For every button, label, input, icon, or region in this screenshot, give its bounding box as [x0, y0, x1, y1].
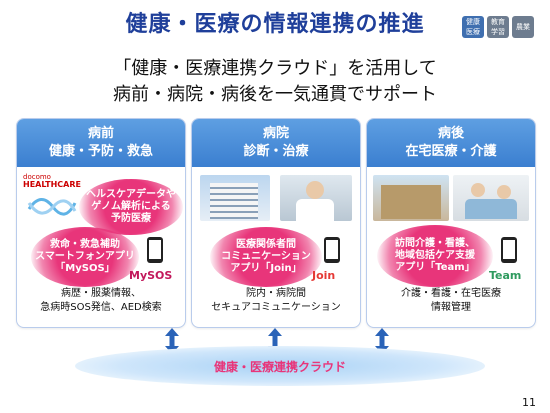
card-header-line-2: 健康・予防・救急	[48, 144, 153, 159]
docomo-healthcare-logo: docomo HEALTHCARE	[23, 173, 81, 189]
card-footer: 介護・看護・在宅医療 情報管理	[367, 287, 535, 315]
footer-line: 情報管理	[431, 302, 471, 313]
card-footer: 病歴・服薬情報、 急病時SOS発信、AED検索	[17, 287, 185, 315]
footer-line: 院内・病院間	[246, 288, 306, 299]
card-header-line-2: 診断・治療	[243, 144, 309, 159]
card-header-line-1: 病後	[437, 126, 464, 141]
badge-text: 学習	[491, 28, 505, 36]
cloud-label: 健康・医療連携クラウド	[213, 360, 346, 374]
bubble-mysos: 救命・救急補助 スマートフォンアプリ 「MySOS」	[31, 227, 139, 287]
footer-line: セキュアコミュニケーション	[211, 302, 341, 313]
mysos-app-logo: MySOS	[129, 269, 173, 282]
bubble-preventive-medicine: ヘルスケアデータや ゲノム解析による 予防医療	[79, 179, 183, 235]
smartphone-icon	[147, 237, 163, 263]
card-header: 病前 健康・予防・救急	[17, 119, 185, 167]
bubble-text: 医療関係者間 コミュニケーション アプリ「Join」	[221, 239, 311, 274]
bubble-team-app: 訪問介護・看護、 地域包括ケア支援 アプリ「Team」	[377, 225, 493, 287]
doctor-photo	[280, 175, 352, 221]
join-app-logo: Join	[312, 269, 336, 282]
card-header-line-1: 病院	[262, 126, 289, 141]
badge-text: 医療	[466, 28, 480, 36]
subtitle-line-2: 病前・病院・病後を一気通貫でサポート	[113, 84, 437, 105]
health-medical-cloud	[75, 346, 485, 386]
smartphone-icon	[501, 237, 517, 263]
page-title: 健康・医療の情報連携の推進	[125, 12, 425, 37]
bubble-text: ヘルスケアデータや ゲノム解析による 予防医療	[86, 189, 176, 224]
logo-text: HEALTHCARE	[23, 180, 81, 189]
badge-text: 農業	[516, 23, 530, 31]
health-medical-badge: 健康 医療	[462, 16, 484, 38]
team-app-logo: Team	[489, 269, 522, 282]
subtitle: 「健康・医療連携クラウド」を活用して 病前・病院・病後を一気通貫でサポート	[0, 56, 550, 108]
card-header: 病院 診断・治療	[192, 119, 360, 167]
education-badge: 教育 学習	[487, 16, 509, 38]
badge-text: 教育	[491, 18, 505, 26]
caregiver-photo	[453, 175, 529, 221]
card-pre-illness: 病前 健康・予防・救急 docomo HEALTHCARE ヘルスケアデータや …	[16, 118, 186, 328]
card-footer: 院内・病院間 セキュアコミュニケーション	[192, 287, 360, 315]
page-number: 11	[522, 396, 536, 409]
bubble-join-app: 医療関係者間 コミュニケーション アプリ「Join」	[210, 227, 322, 287]
card-header: 病後 在宅医療・介護	[367, 119, 535, 167]
hospital-building-photo	[200, 175, 270, 221]
footer-line: 急病時SOS発信、AED検索	[40, 302, 162, 313]
footer-line: 介護・看護・在宅医療	[401, 288, 501, 299]
smartphone-icon	[324, 237, 340, 263]
card-header-line-2: 在宅医療・介護	[405, 144, 497, 159]
bubble-text: 救命・救急補助 スマートフォンアプリ 「MySOS」	[35, 239, 135, 274]
care-facility-photo	[373, 175, 449, 221]
double-arrow-icon	[165, 328, 179, 354]
dna-icon	[27, 198, 77, 216]
subtitle-line-1: 「健康・医療連携クラウド」を活用して	[113, 58, 437, 79]
card-header-line-1: 病前	[87, 126, 114, 141]
bubble-text: 訪問介護・看護、 地域包括ケア支援 アプリ「Team」	[395, 238, 475, 273]
logo-text: docomo	[23, 173, 51, 181]
agriculture-badge: 農業	[512, 16, 534, 38]
badge-text: 健康	[466, 18, 480, 26]
card-post-illness: 病後 在宅医療・介護 訪問介護・看護、 地域包括ケア支援 アプリ「Team」 T…	[366, 118, 536, 328]
card-hospital: 病院 診断・治療 医療関係者間 コミュニケーション アプリ「Join」 Join…	[191, 118, 361, 328]
footer-line: 病歴・服薬情報、	[61, 288, 141, 299]
